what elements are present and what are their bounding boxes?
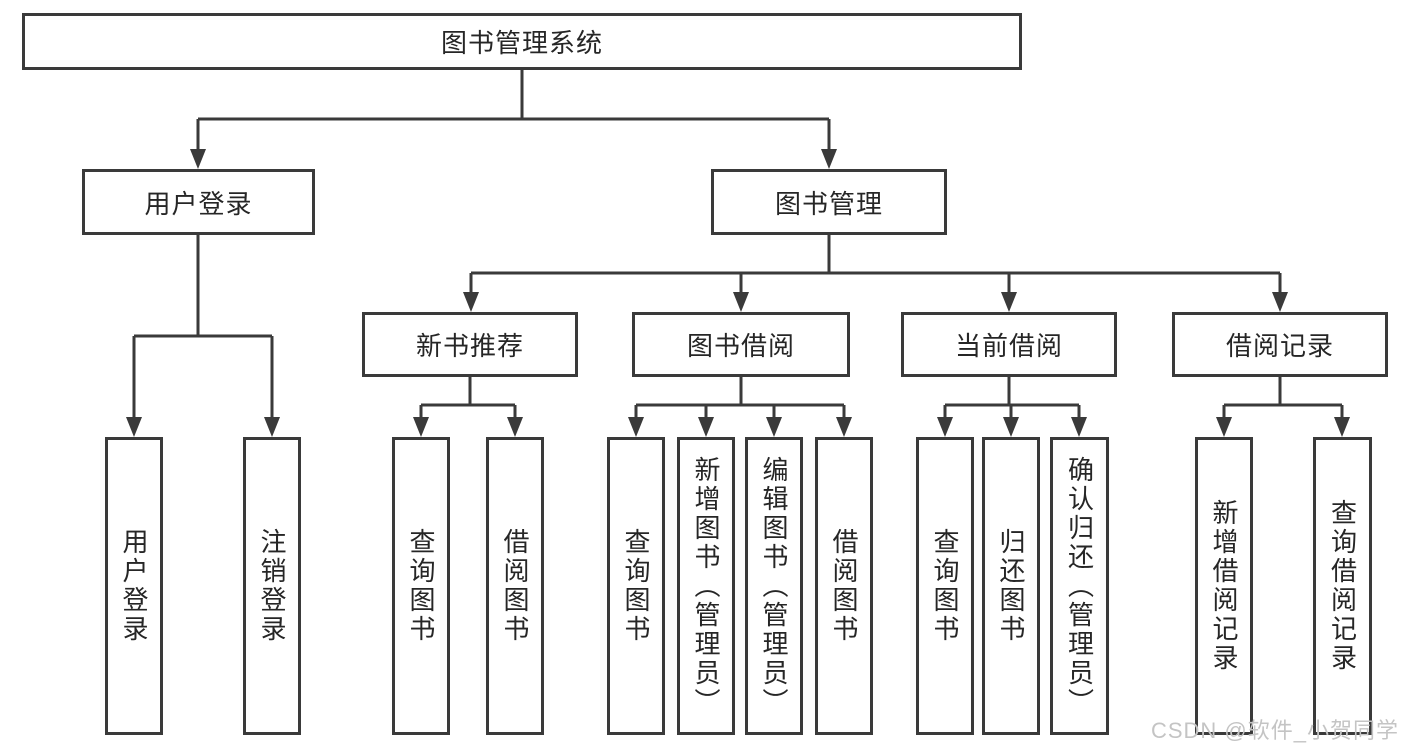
leaf-query-borrow-record: 查询借阅记录 <box>1313 437 1372 735</box>
connector-root-to-level2 <box>196 70 831 152</box>
leaf-query-books-recommend: 查询图书 <box>392 437 450 735</box>
leaf-query-books-borrow: 查询图书 <box>607 437 665 735</box>
leaf-query-books-recommend-label: 查询图书 <box>406 528 436 644</box>
connector-userlogin-to-leaves <box>132 235 274 420</box>
node-library-system: 图书管理系统 <box>22 13 1022 70</box>
connector-borrow-group <box>634 377 846 420</box>
leaf-query-borrow-record-label: 查询借阅记录 <box>1327 499 1358 673</box>
leaf-query-books-current-label: 查询图书 <box>930 528 960 644</box>
leaf-confirm-return-admin-label: 确认归还（管理员） <box>1064 455 1095 717</box>
node-new-book-recommendation: 新书推荐 <box>362 312 578 377</box>
node-current-borrowing: 当前借阅 <box>901 312 1117 377</box>
leaf-query-books-current: 查询图书 <box>916 437 974 735</box>
leaf-borrow-books-recommend: 借阅图书 <box>486 437 544 735</box>
leaf-confirm-return-admin: 确认归还（管理员） <box>1050 437 1109 735</box>
leaf-return-books: 归还图书 <box>982 437 1040 735</box>
leaf-add-book-admin-label: 新增图书（管理员） <box>691 455 721 717</box>
leaf-add-book-admin: 新增图书（管理员） <box>677 437 735 735</box>
leaf-return-books-label: 归还图书 <box>996 528 1026 644</box>
leaf-edit-book-admin-label: 编辑图书（管理员） <box>759 455 789 717</box>
csdn-watermark: CSDN @软件_小贺同学 <box>1150 718 1399 743</box>
leaf-user-login-label: 用户登录 <box>119 528 149 644</box>
node-book-management: 图书管理 <box>711 169 947 235</box>
leaf-borrow-books-borrow-label: 借阅图书 <box>829 528 859 644</box>
leaf-borrow-books-recommend-label: 借阅图书 <box>500 528 530 644</box>
node-user-login: 用户登录 <box>82 169 315 235</box>
leaf-logout-label: 注销登录 <box>257 528 287 644</box>
leaf-add-borrow-record: 新增借阅记录 <box>1195 437 1253 735</box>
node-borrowing-records: 借阅记录 <box>1172 312 1388 377</box>
connector-newbook-group <box>419 377 517 420</box>
leaf-edit-book-admin: 编辑图书（管理员） <box>745 437 803 735</box>
connector-current-group <box>943 377 1081 420</box>
arrowheads <box>126 149 1350 437</box>
leaf-borrow-books-borrow: 借阅图书 <box>815 437 873 735</box>
leaf-add-borrow-record-label: 新增借阅记录 <box>1209 499 1239 673</box>
leaf-query-books-borrow-label: 查询图书 <box>621 528 651 644</box>
node-book-borrowing: 图书借阅 <box>632 312 850 377</box>
leaf-logout: 注销登录 <box>243 437 301 735</box>
connector-records-group <box>1222 377 1344 420</box>
connector-bookmgmt-to-level3 <box>469 235 1282 295</box>
leaf-user-login: 用户登录 <box>105 437 163 735</box>
